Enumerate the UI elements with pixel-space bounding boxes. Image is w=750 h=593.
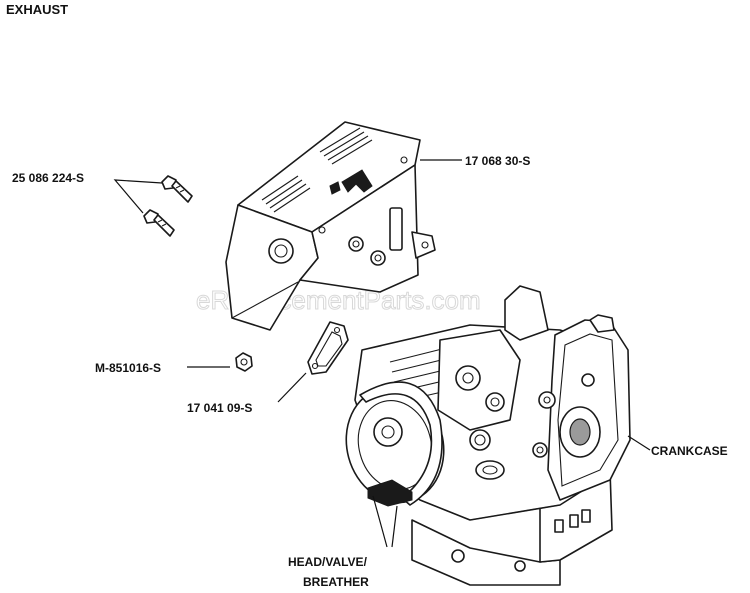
crankcase-leader-line bbox=[627, 435, 651, 451]
gasket-leader-line bbox=[277, 372, 307, 403]
label-gasket: 17 041 09-S bbox=[187, 401, 252, 415]
label-muffler: 17 068 30-S bbox=[465, 154, 530, 168]
hex-nut[interactable] bbox=[235, 352, 253, 372]
muffler-logo-emblem bbox=[329, 169, 373, 195]
engine-crankcase[interactable] bbox=[334, 285, 631, 586]
screws-leader-line bbox=[113, 179, 163, 214]
screw-lower[interactable] bbox=[143, 209, 175, 237]
label-breather: BREATHER bbox=[303, 575, 369, 589]
exhaust-gasket[interactable] bbox=[307, 321, 349, 375]
label-screws: 25 086 224-S bbox=[12, 171, 84, 185]
label-nut: M-851016-S bbox=[95, 361, 161, 375]
head-leader-line-2 bbox=[391, 505, 398, 548]
label-head-valve: HEAD/VALVE/ bbox=[288, 555, 368, 569]
label-crankcase: CRANKCASE bbox=[651, 444, 728, 458]
screw-upper[interactable] bbox=[161, 175, 193, 203]
muffler-vent-slots bbox=[261, 127, 373, 213]
diagram-title: EXHAUST bbox=[6, 2, 68, 17]
head-leader-line-1 bbox=[372, 495, 388, 548]
muffler[interactable] bbox=[225, 121, 436, 331]
